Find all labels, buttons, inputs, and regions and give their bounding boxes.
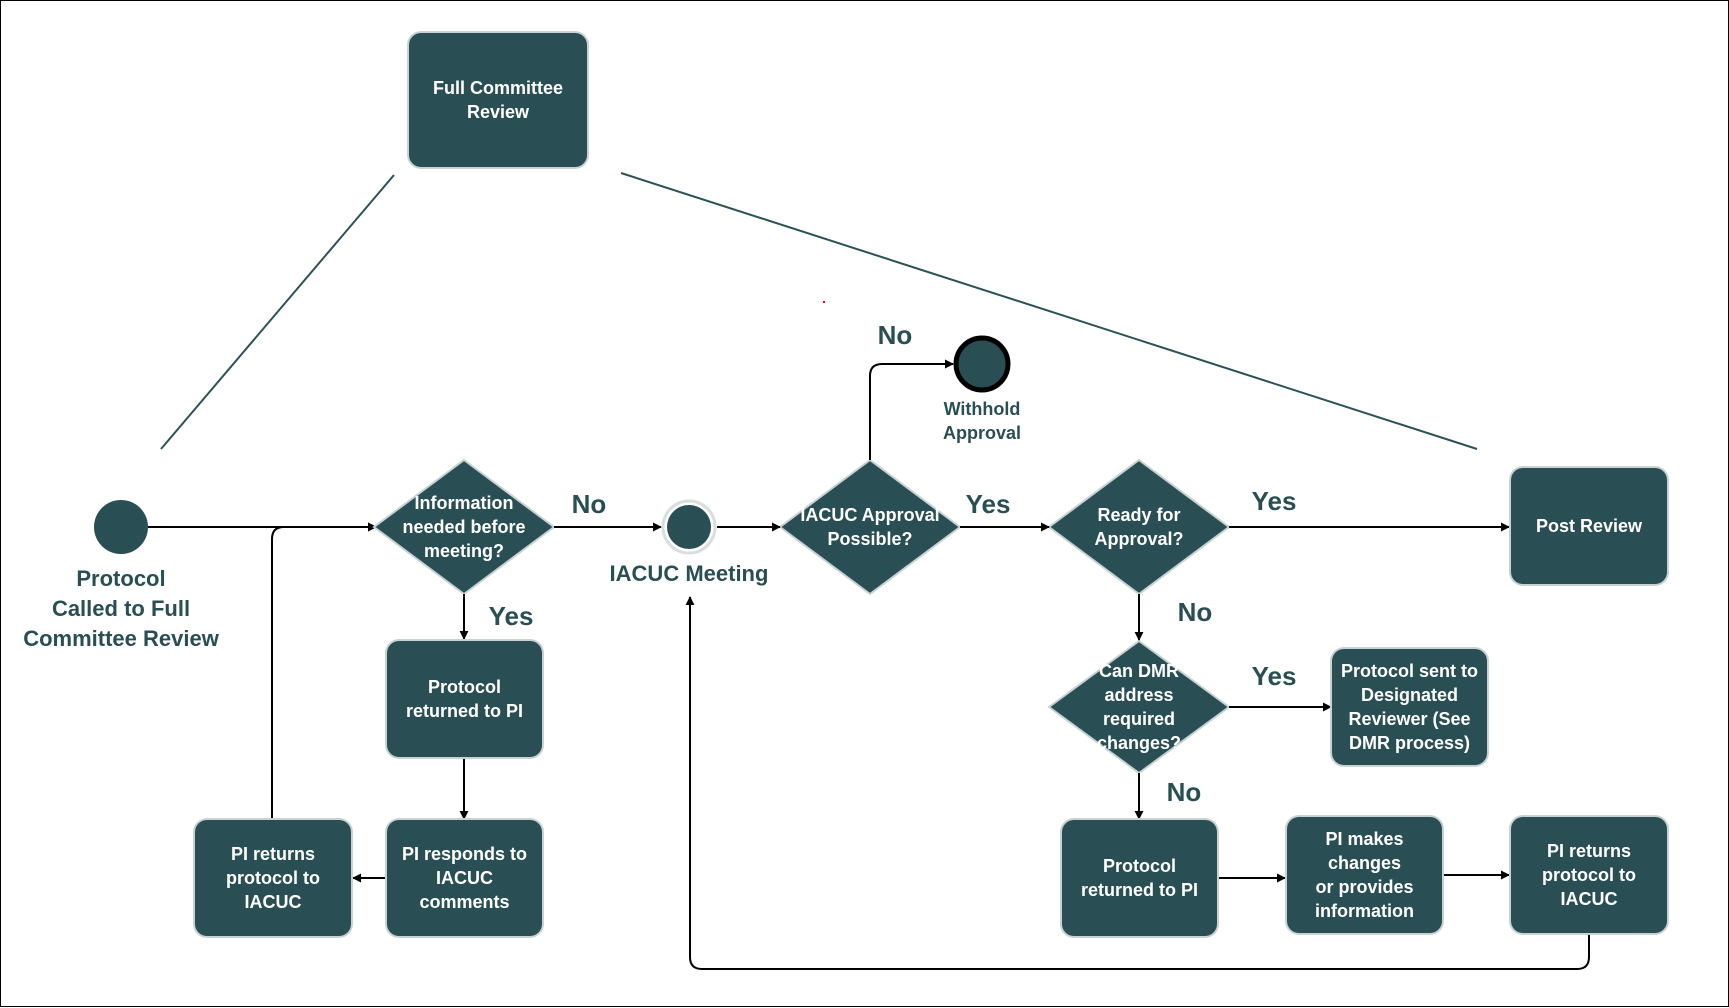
start-label-line-1: Protocol [76,566,166,591]
full-committee-review-text: Full Committee Review [432,78,563,122]
branch-label-dmr-no: No [1166,777,1202,807]
pi-returns1-line-2: protocol to [226,868,320,888]
start-label-line-2: Called to Full [51,596,191,621]
post-review-box: Post Review [1511,468,1667,584]
start-label: Protocol Called to Full Committee Review [11,564,231,654]
decision-approval-text: IACUC Approval Possible? [790,500,950,554]
pi-returns2-line-2: protocol to [1542,865,1636,885]
withhold-label-line-2: Approval [942,423,1021,443]
protocol-sent-to-dr-box: Protocol sent to Designated Reviewer (Se… [1332,649,1487,765]
meeting-label: IACUC Meeting [609,561,769,586]
sent-dr-line-4: DMR process) [1348,733,1470,753]
meeting-node [667,505,711,549]
protocol-returned-to-pi-box-1: Protocol returned to PI [387,641,542,757]
pi-returns1-line-3: IACUC [244,892,302,912]
post-review-text: Post Review [1535,516,1643,536]
expansion-line-left [160,174,395,450]
pi-returns2-line-1: PI returns [1546,841,1631,861]
decision-approval-line-2: Possible? [827,529,913,549]
branch-label-approval-no: No [877,320,913,350]
decision-approval-line-1: IACUC Approval [800,505,940,525]
pi-makes-changes-box: PI makes changes or provides information [1287,817,1442,933]
decision-ready-line-2: Approval? [1094,529,1184,549]
arrow-approval-no [869,359,954,460]
arrow-pi-returns-loop [271,522,377,821]
decision-ready-text: Ready for Approval? [1059,500,1219,554]
pi-responds-box: PI responds to IACUC comments [387,820,542,936]
changes-line-1: PI makes changes [1325,829,1404,873]
sent-dr-line-2: Designated [1360,685,1458,705]
changes-line-2: or provides [1315,877,1414,897]
branch-label-dmr-yes: Yes [1251,661,1297,691]
sent-dr-line-3: Reviewer (See [1348,709,1471,729]
full-committee-review-box: Full Committee Review [409,33,587,167]
branch-label-ready-yes: Yes [1251,486,1297,516]
start-node [94,500,148,554]
responds-line-1: PI responds to [401,844,527,864]
withhold-label-line-1: Withhold [943,399,1021,419]
sent-dr-line-1: Protocol sent to [1340,661,1478,681]
expansion-line-right [620,172,1478,450]
start-label-line-3: Committee Review [23,626,219,651]
withhold-label: Withhold Approval [912,397,1052,445]
responds-line-2: IACUC comments [419,868,510,912]
branch-label-approval-yes: Yes [965,489,1011,519]
decision-info-line-3: meeting? [423,541,504,561]
branch-label-info-no: No [571,489,607,519]
decision-dmr-line-2: address [1104,685,1174,705]
protocol-returned-to-pi-box-2: Protocol returned to PI [1062,820,1217,936]
pi-returns2-line-3: IACUC [1560,889,1618,909]
pi-returns-box-2: PI returns protocol to IACUC [1511,817,1667,933]
withhold-node [953,335,1011,393]
pi-returns1-line-1: PI returns [230,844,315,864]
decision-dmr-line-4: changes? [1096,733,1182,753]
decision-info-line-1: Information [414,493,514,513]
decision-ready-line-1: Ready for [1097,505,1181,525]
branch-label-ready-no: No [1177,597,1213,627]
pi-returns-box-1: PI returns protocol to IACUC [195,820,351,936]
changes-line-3: information [1315,901,1414,921]
branch-label-info-yes: Yes [488,601,534,631]
decision-info-line-2: needed before [402,517,526,537]
returned1-line-2: returned to PI [405,701,523,721]
decision-approval-possible [778,458,962,596]
stray-marker [823,301,825,303]
returned1-line-1: Protocol [427,677,501,697]
decision-info-needed-text: Information needed before meeting? [384,490,544,564]
decision-dmr-text: Can DMR address required changes? [1059,657,1219,757]
returned2-line-2: returned to PI [1080,880,1198,900]
decision-dmr-line-1: Can DMR [1099,661,1179,681]
returned2-line-1: Protocol [1102,856,1176,876]
arrow-returns2-to-meeting [685,596,1590,970]
decision-dmr-line-3: required [1102,709,1176,729]
